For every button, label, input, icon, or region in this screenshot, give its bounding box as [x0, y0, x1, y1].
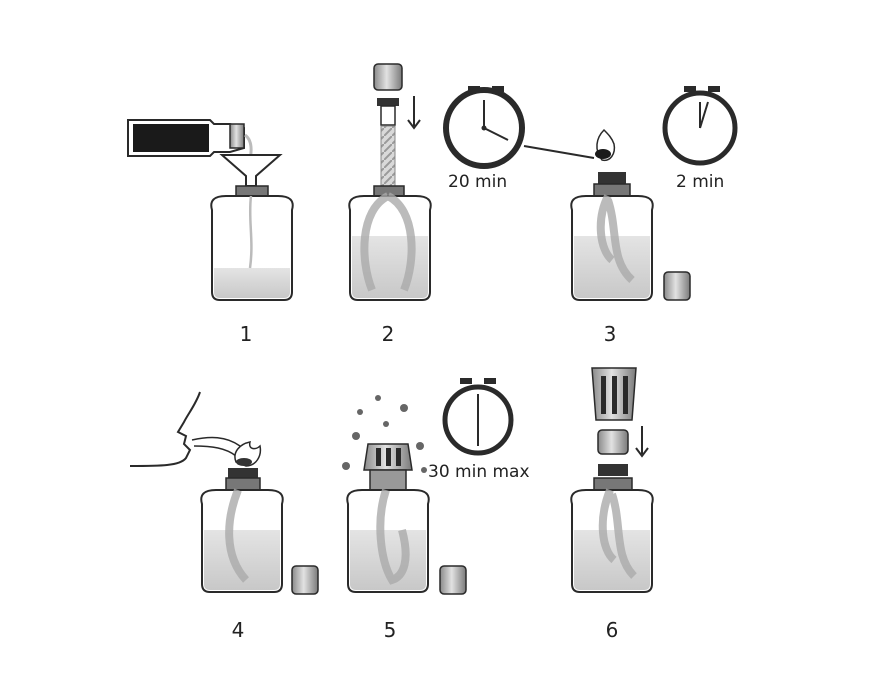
- timer-soak-label: 20 min: [448, 172, 508, 192]
- diffuser-cap: [363, 443, 413, 471]
- step-4-illustration: [129, 391, 319, 595]
- flame-out-icon: [234, 441, 262, 467]
- funnel: [219, 154, 283, 187]
- step-5-illustration: [342, 378, 514, 595]
- cap-side: [291, 565, 319, 595]
- lamp-jar-3: [570, 194, 654, 301]
- match-icon: [523, 145, 595, 159]
- lamp-jar-6: [570, 488, 654, 593]
- cap-side: [663, 271, 691, 301]
- timer-burn-label: 2 min: [676, 172, 725, 192]
- timer-2-icon: [662, 86, 738, 166]
- step-number-5: 5: [383, 618, 397, 642]
- step-2-illustration: [348, 63, 432, 301]
- timer-20-icon: [443, 86, 525, 169]
- step-number-1: 1: [239, 322, 253, 346]
- cap-small: [373, 63, 403, 91]
- step-6-illustration: [570, 367, 654, 593]
- lamp-jar-2: [348, 192, 432, 301]
- step-number-6: 6: [605, 618, 619, 642]
- timer-diffuse-label: 30 min max: [428, 462, 530, 482]
- face-profile: [129, 391, 201, 467]
- lamp-jar-1: [210, 195, 294, 301]
- down-arrow-icon: [635, 426, 649, 458]
- cap-small: [597, 429, 629, 455]
- diffuser-cap-large: [591, 367, 637, 421]
- fuel-bottle: [127, 119, 245, 157]
- cap-side: [439, 565, 467, 595]
- scent-particles: [342, 395, 427, 473]
- down-arrow-icon: [407, 96, 421, 130]
- timer-30-icon: [442, 378, 514, 456]
- step-number-4: 4: [231, 618, 245, 642]
- lamp-jar-5: [346, 488, 430, 593]
- burner: [377, 98, 399, 126]
- step-3-illustration: [443, 86, 738, 301]
- breath-lines: [191, 436, 241, 457]
- flame-icon: [595, 128, 616, 162]
- step-number-3: 3: [603, 322, 617, 346]
- lamp-jar-4: [200, 488, 284, 593]
- step-1-illustration: [127, 119, 294, 301]
- step-number-2: 2: [381, 322, 395, 346]
